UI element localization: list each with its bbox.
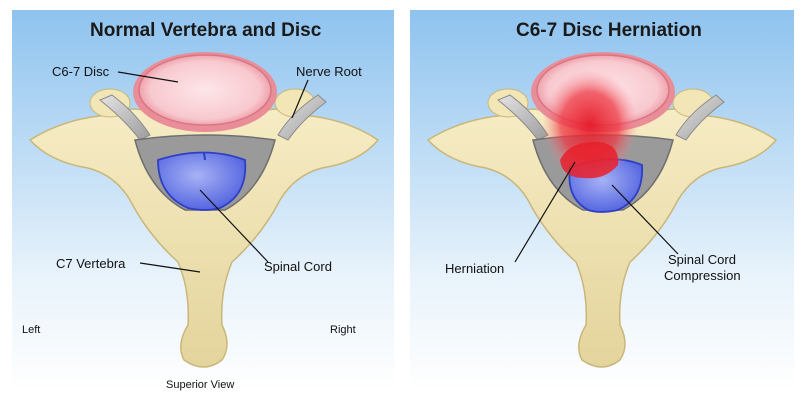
superior-view-label: Superior View	[166, 379, 235, 391]
compression-label-line1: Spinal Cord	[668, 252, 736, 267]
herniation-leader-line	[514, 161, 576, 263]
vertebra-leader-line	[139, 262, 201, 273]
c7-vertebra-bone	[426, 108, 778, 368]
normal-vertebra	[28, 52, 380, 368]
compression-leader-line	[611, 184, 679, 255]
herniation-title: C6-7 Disc Herniation	[516, 20, 702, 41]
nerve-root-leader-line	[291, 79, 309, 119]
herniated-vertebra	[426, 52, 778, 368]
herniation-leader-lines	[514, 161, 679, 263]
disc-leader-line	[117, 71, 179, 83]
c6-7-disc	[138, 54, 272, 126]
right-nerve-root	[277, 94, 327, 141]
disc-label: C6-7 Disc	[52, 64, 110, 79]
spinal-cord-label: Spinal Cord	[264, 259, 332, 274]
left-nerve-root	[99, 94, 151, 141]
herniation-mass	[560, 141, 619, 179]
right-nerve-root	[675, 94, 725, 141]
herniation-label: Herniation	[445, 261, 505, 276]
nerve-root-label: Nerve Root	[296, 64, 362, 79]
right-orientation-label: Right	[330, 324, 356, 336]
spinal-cord	[157, 151, 247, 211]
c7-vertebra-bone	[28, 108, 380, 368]
normal-title: Normal Vertebra and Disc	[90, 20, 322, 41]
compression-label-line2: Compression	[664, 268, 741, 283]
left-orientation-label: Left	[22, 324, 41, 336]
spinal-cord-leader-line	[199, 189, 269, 263]
vertebra-label: C7 Vertebra	[56, 256, 126, 271]
normal-leader-lines	[117, 71, 309, 273]
spinal-cord-fissure	[203, 152, 206, 161]
